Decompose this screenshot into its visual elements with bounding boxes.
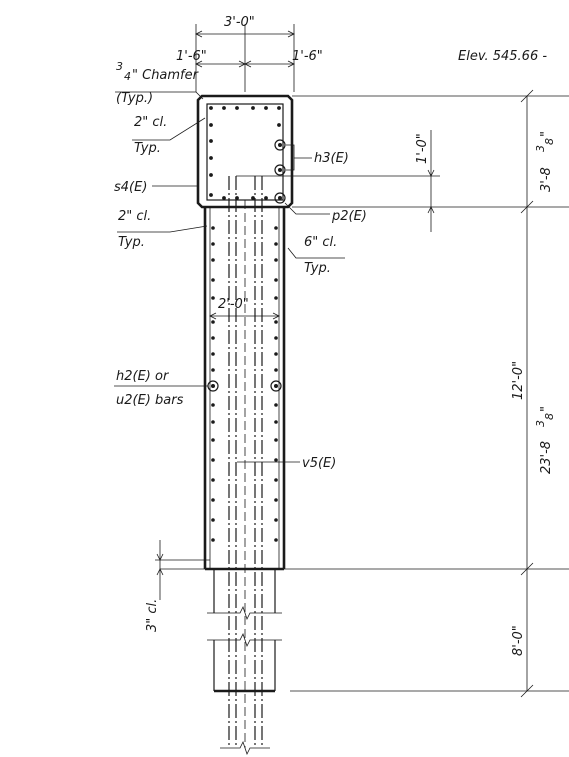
svg-text:3: 3	[534, 145, 547, 152]
dim-ticks-right	[520, 89, 534, 698]
column-bar-dots	[211, 226, 278, 542]
svg-text:": "	[539, 131, 554, 137]
label-p2: p2(E)	[331, 209, 367, 224]
leader-h3	[286, 144, 295, 171]
label-right-half: 1'-6"	[292, 49, 323, 64]
leader-p2	[284, 202, 330, 215]
label-clear-col: 2" cl.	[118, 209, 151, 224]
label-elevation: Elev. 545.66 -	[458, 49, 547, 64]
column-bar-h2-rings	[207, 380, 282, 392]
label-h3: h3(E)	[314, 151, 349, 166]
label-total-height: 23'-8 3 8 "	[534, 406, 556, 474]
label-chamfer-typ: (Typ.)	[116, 91, 153, 106]
label-eight: 8'-0"	[511, 625, 526, 656]
label-top-width: 3'-0"	[224, 15, 255, 30]
leader-clear-six	[287, 247, 345, 259]
break-line-bottom	[207, 632, 282, 648]
leader-clear-col	[117, 225, 208, 233]
label-u2: u2(E) bars	[116, 393, 184, 408]
label-clear-top: 2" cl.	[134, 115, 167, 130]
svg-text:3'-8: 3'-8	[539, 167, 554, 192]
leader-clear-top	[132, 117, 206, 141]
leader-chamfer	[115, 91, 204, 100]
cap-hoop-s4	[206, 103, 284, 201]
label-clear-six-typ: Typ.	[304, 261, 331, 276]
label-chamfer: " Chamfer	[132, 68, 200, 83]
label-col-width: 2'-0"	[218, 297, 249, 312]
label-v5: v5(E)	[302, 456, 336, 471]
label-chamfer-den: 4	[124, 70, 131, 83]
label-twelve: 12'-0"	[511, 361, 526, 400]
svg-text:8: 8	[543, 138, 556, 145]
cap-bar-h3-rings	[274, 139, 286, 204]
cap-bar-dots	[209, 106, 281, 200]
label-chamfer-num: 3	[116, 60, 123, 73]
label-three-cl: 3" cl.	[145, 599, 160, 632]
label-clear-col-typ: Typ.	[118, 235, 145, 250]
pier-cap-outline	[196, 94, 294, 209]
svg-text:23'-8: 23'-8	[539, 441, 554, 474]
svg-text:8: 8	[543, 413, 556, 420]
label-left-half: 1'-6"	[176, 49, 207, 64]
svg-text:3: 3	[534, 420, 547, 427]
label-one-foot: 1'-0"	[415, 133, 430, 164]
label-clear-top-typ: Typ.	[134, 141, 161, 156]
label-h2: h2(E) or	[116, 369, 170, 384]
svg-text:": "	[539, 406, 554, 412]
label-clear-six: 6" cl.	[304, 235, 337, 250]
label-cap-height: 3'-8 3 8 "	[534, 131, 556, 192]
break-line-top	[207, 605, 282, 621]
label-s4: s4(E)	[114, 180, 147, 195]
